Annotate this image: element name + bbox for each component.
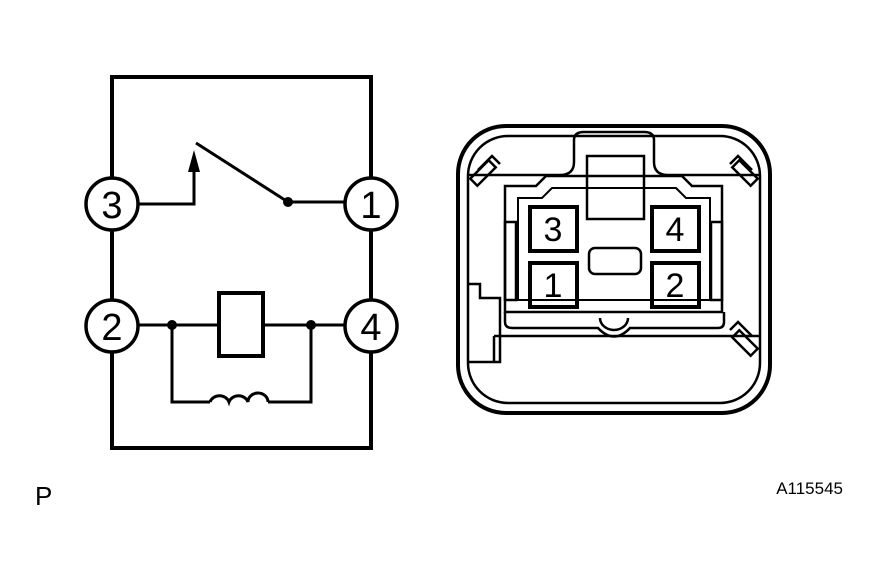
parallel-branch [170, 325, 313, 404]
switch-arm [195, 141, 289, 204]
pin-label: 3 [101, 185, 122, 227]
pin-label: 4 [360, 307, 381, 349]
pin-4-terminal: 4 [343, 298, 399, 354]
center-key-small [587, 246, 643, 276]
top-notch [468, 130, 760, 177]
cavity-label-top-right: 4 [666, 211, 685, 249]
connector-housing-outer [456, 124, 772, 415]
connector-housing-inner [466, 134, 762, 405]
pin-3-terminal: 3 [84, 176, 140, 232]
center-key-top [585, 154, 646, 221]
pin-2-terminal: 2 [84, 298, 140, 354]
right-guide-slot [709, 220, 724, 302]
bottom-latch [503, 312, 726, 338]
cavity-label-bottom-right: 2 [666, 267, 685, 305]
corner-rib-top-left [468, 154, 501, 188]
cavity-frame-inner [517, 187, 711, 301]
corner-rib-bottom-right [729, 320, 760, 358]
latch-tab [598, 317, 630, 332]
relay-schematic [110, 75, 373, 450]
cavity-label-top-left: 3 [544, 211, 563, 249]
pin-circle [84, 176, 140, 232]
relay-connector-view [456, 124, 772, 415]
pin-circle [343, 298, 399, 354]
figure-code: A115545 [776, 479, 843, 498]
pin-label: 2 [101, 307, 122, 349]
switch-contact-arrow [188, 150, 200, 172]
switch-left-wire [138, 160, 196, 206]
cavity-3 [528, 205, 579, 253]
corner-rib-top-right [729, 154, 760, 188]
pin-label: 1 [360, 185, 381, 227]
cavity-frame-outer [503, 174, 724, 314]
pin-circle [343, 176, 399, 232]
pin-circle [84, 298, 140, 354]
parallel-inductor [208, 391, 270, 407]
cavity-1 [528, 261, 579, 309]
cavity-2 [650, 261, 701, 309]
cavity-label-bottom-left: 1 [544, 267, 563, 305]
left-guide-slot [503, 220, 518, 302]
corner-letter: P [35, 481, 52, 511]
cavity-4 [650, 205, 701, 253]
relay-coil [217, 291, 265, 358]
pin-1-terminal: 1 [343, 176, 399, 232]
